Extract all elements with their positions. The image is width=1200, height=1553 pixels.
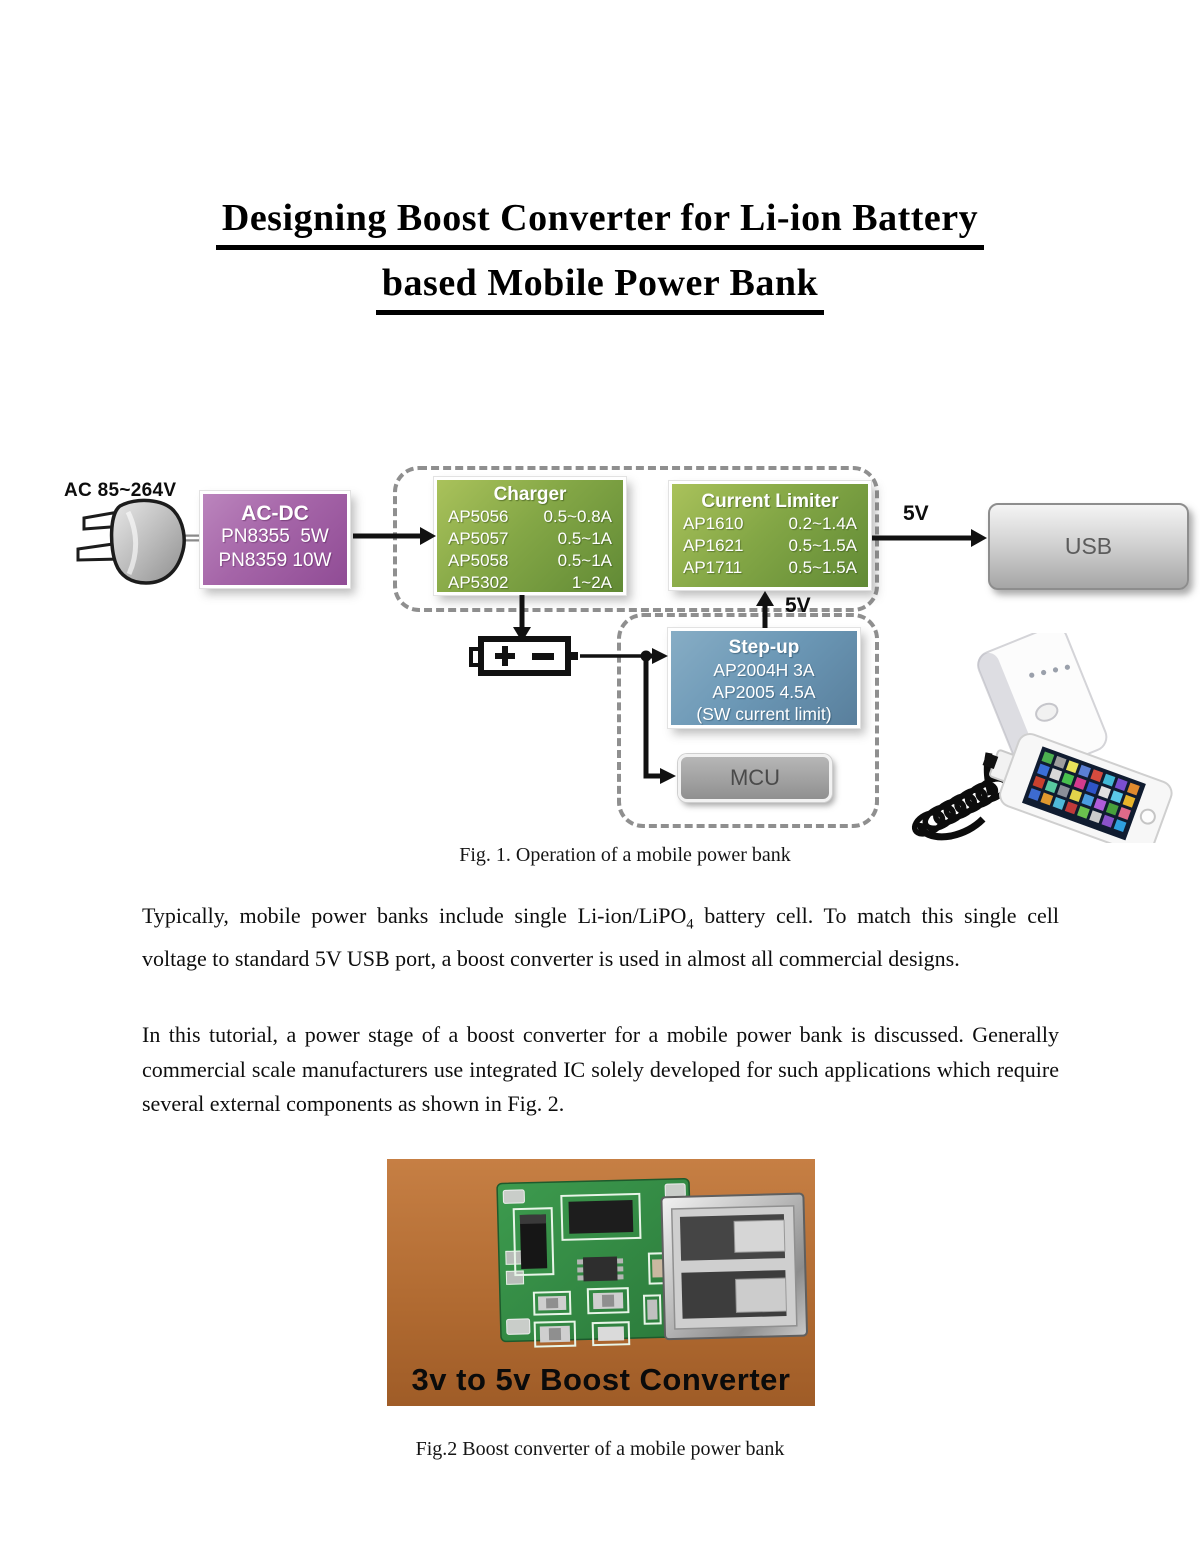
charger-row: AP5302 1~2A	[437, 572, 623, 594]
limiter-row: AP1711 0.5~1.5A	[672, 557, 868, 579]
usb-connector-icon	[660, 1192, 808, 1341]
current-range: 0.2~1.4A	[788, 514, 857, 533]
limiter-row: AP1610 0.2~1.4A	[672, 513, 868, 535]
battery-icon	[469, 636, 578, 676]
acdc-title: AC-DC	[241, 502, 309, 525]
current-range: 1~2A	[571, 573, 612, 592]
acdc-line2: PN8359 10W	[218, 550, 332, 571]
paragraph-2: In this tutorial, a power stage of a boo…	[142, 1022, 1059, 1116]
part-number: AP1711	[683, 558, 743, 577]
label-5v-from-stepup: 5V	[785, 594, 811, 617]
usb-label: USB	[1064, 533, 1113, 559]
pcb-photo-label: 3v to 5v Boost Converter	[411, 1362, 791, 1397]
stepup-title: Step-up	[728, 637, 800, 658]
paragraph-1: Typically, mobile power banks include si…	[142, 899, 1059, 976]
title-text-1: Designing Boost Converter for Li-ion Bat…	[215, 197, 985, 250]
mcu-label: MCU	[729, 765, 781, 790]
part-number: AP5056	[448, 507, 509, 526]
limiter-row: AP1621 0.5~1.5A	[672, 535, 868, 557]
stepup-mcu-dashed-zone	[617, 613, 879, 828]
charger-title: Charger	[493, 484, 567, 505]
title-line-1: Designing Boost Converter for Li-ion Bat…	[0, 197, 1200, 250]
part-number: AP1621	[683, 536, 744, 555]
stepup-line2: AP2005 4.5A	[712, 682, 816, 702]
figure1-diagram: AC 85~264V AC-DC PN8355 5W PN8359 10W	[0, 458, 1200, 850]
ac-input-label: AC 85~264V	[64, 480, 177, 501]
label-5v-to-usb: 5V	[903, 502, 929, 525]
current-range: 0.5~1.5A	[788, 558, 857, 577]
part-number: AP5302	[448, 573, 509, 592]
current-limiter-title: Current Limiter	[701, 491, 839, 512]
title-text-2: based Mobile Power Bank	[375, 262, 825, 315]
charger-box: Charger AP5056 0.5~0.8A AP5057 0.5~1A AP…	[434, 477, 626, 595]
current-range: 0.5~1A	[557, 551, 612, 570]
stepup-box: Step-up AP2004H 3A AP2005 4.5A (SW curre…	[668, 628, 860, 728]
figure2-caption: Fig.2 Boost converter of a mobile power …	[415, 1438, 785, 1460]
part-number: AP5058	[448, 551, 509, 570]
lipo4-subscript: 4	[686, 916, 694, 933]
current-range: 0.5~1.5A	[788, 536, 857, 555]
part-number: AP5057	[448, 529, 509, 548]
battery-shape	[469, 636, 578, 676]
powerbank-phone-photo	[911, 633, 1173, 843]
stepup-line3: (SW current limit)	[696, 704, 832, 724]
acdc-line1: PN8355 5W	[221, 526, 329, 547]
document-title: Designing Boost Converter for Li-ion Bat…	[0, 197, 1200, 328]
charger-row: AP5057 0.5~1A	[437, 528, 623, 550]
paragraph-1-text: Typically, mobile power banks include si…	[142, 903, 687, 928]
current-limiter-box: Current Limiter AP1610 0.2~1.4A AP1621 0…	[669, 481, 871, 590]
current-range: 0.5~0.8A	[543, 507, 612, 526]
figure2-photo: 3v to 5v Boost Converter	[387, 1159, 815, 1406]
figure1-caption: Fig. 1. Operation of a mobile power bank	[459, 844, 791, 866]
usb-box: USB	[988, 503, 1189, 590]
paragraph-1-text-cont: battery cell. To match this single cell …	[142, 903, 1059, 971]
mcu-box: MCU	[678, 754, 832, 802]
ac-plug-icon	[76, 498, 206, 585]
charger-row: AP5056 0.5~0.8A	[437, 506, 623, 528]
app-icons	[1028, 751, 1140, 833]
pcb-photo	[387, 1159, 815, 1406]
pcb-board	[496, 1177, 694, 1348]
ac-plug-shape	[76, 498, 206, 585]
part-number: AP1610	[683, 514, 744, 533]
coiled-cable	[911, 752, 1009, 841]
title-line-2: based Mobile Power Bank	[0, 262, 1200, 315]
stepup-line1: AP2004H 3A	[713, 660, 815, 680]
acdc-box: AC-DC PN8355 5W PN8359 10W	[200, 491, 350, 588]
arrow-limiter-to-usb	[872, 529, 987, 547]
current-range: 0.5~1A	[557, 529, 612, 548]
charger-row: AP5058 0.5~1A	[437, 550, 623, 572]
iphone	[982, 732, 1173, 843]
